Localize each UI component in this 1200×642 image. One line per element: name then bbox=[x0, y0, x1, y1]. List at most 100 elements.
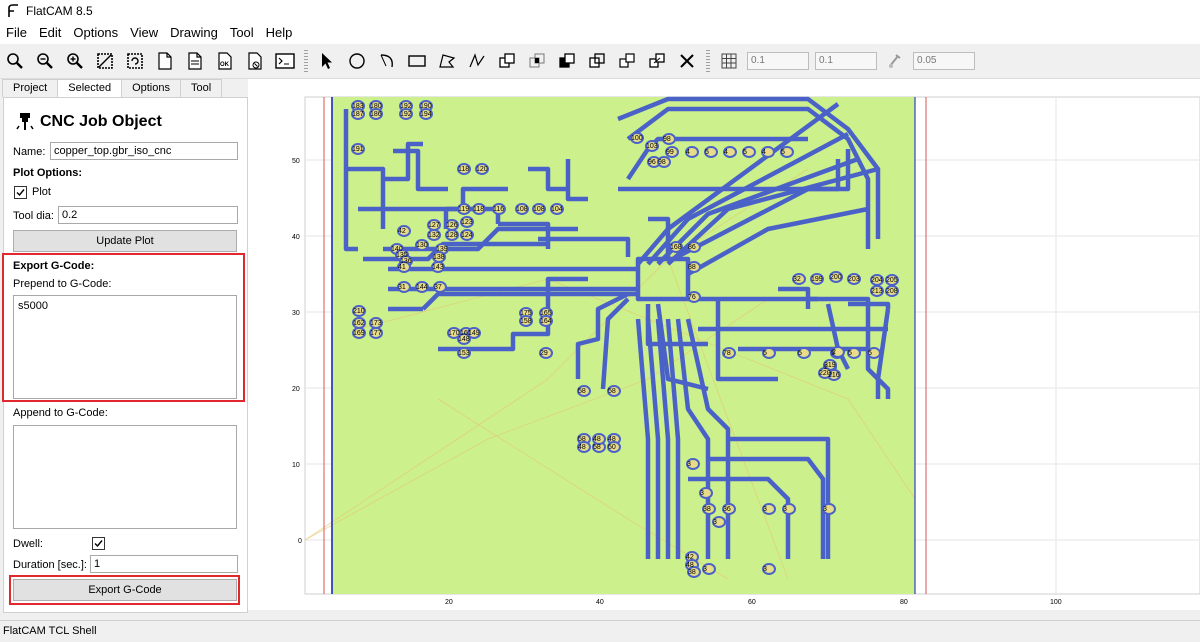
pad bbox=[457, 203, 471, 215]
grid-icon[interactable] bbox=[717, 48, 741, 74]
pad-label: 2 bbox=[824, 364, 828, 371]
open-file-icon[interactable] bbox=[183, 48, 207, 74]
pad bbox=[445, 229, 459, 241]
pad-label: 5 bbox=[868, 350, 872, 357]
pad-label: 100 bbox=[631, 135, 643, 142]
status-bar[interactable]: FlatCAM TCL Shell bbox=[0, 620, 1200, 642]
pad-label: 204 bbox=[871, 277, 883, 284]
zoom-in-icon[interactable] bbox=[33, 48, 57, 74]
pad-label: 48 bbox=[686, 562, 694, 569]
zoom-out-icon[interactable] bbox=[63, 48, 87, 74]
pad bbox=[352, 305, 366, 317]
pad bbox=[722, 503, 736, 515]
menu-file[interactable]: File bbox=[6, 25, 27, 40]
pad-label: 170 bbox=[448, 330, 460, 337]
append-label: Append to G-Code: bbox=[13, 407, 108, 419]
pad-label: 219 bbox=[824, 362, 836, 369]
grid-x-input[interactable]: 0.1 bbox=[747, 52, 809, 70]
pad bbox=[539, 315, 553, 327]
menu-edit[interactable]: Edit bbox=[38, 25, 62, 40]
menu-drawing[interactable]: Drawing bbox=[170, 25, 218, 40]
window-title: FlatCAM 8.5 bbox=[26, 4, 93, 18]
arc-icon[interactable] bbox=[375, 48, 399, 74]
ok-icon[interactable]: OK bbox=[213, 48, 237, 74]
pad-label: 29 bbox=[540, 350, 548, 357]
pad-label: 4 bbox=[724, 149, 728, 156]
plot-svg[interactable]: 1831801921901871861921941911001039896989… bbox=[248, 79, 1200, 610]
pad-label: 88 bbox=[688, 264, 696, 271]
pad-label: 135 bbox=[396, 252, 408, 259]
prepend-textarea[interactable]: s5000 bbox=[13, 295, 237, 399]
tab-options[interactable]: Options bbox=[121, 79, 181, 97]
pad-label: 32 bbox=[793, 276, 801, 283]
dwell-checkbox[interactable] bbox=[92, 537, 105, 550]
rectangle-icon[interactable] bbox=[405, 48, 429, 74]
pad-label: 31 bbox=[398, 284, 406, 291]
grid-y-input[interactable]: 0.1 bbox=[815, 52, 877, 70]
intersection-icon[interactable] bbox=[525, 48, 549, 74]
menu-help[interactable]: Help bbox=[265, 25, 293, 40]
clear-plot-icon[interactable] bbox=[93, 48, 117, 74]
snap-max-input[interactable]: 0.05 bbox=[913, 52, 975, 70]
pad-label: 3 bbox=[823, 506, 827, 513]
pad-label: 220 bbox=[819, 370, 831, 377]
delete-shape-icon[interactable] bbox=[675, 48, 699, 74]
pad-label: 48 bbox=[578, 444, 586, 451]
pad-label: 153 bbox=[458, 350, 470, 357]
pad-label: 38 bbox=[703, 506, 711, 513]
toolbar-grip-2[interactable] bbox=[706, 48, 710, 74]
pad-label: 5 bbox=[848, 350, 852, 357]
update-plot-button[interactable]: Update Plot bbox=[13, 230, 237, 252]
pad bbox=[702, 503, 716, 515]
pad bbox=[397, 261, 411, 273]
pad-label: 199 bbox=[811, 276, 823, 283]
pad bbox=[607, 441, 621, 453]
pad bbox=[662, 133, 676, 145]
menu-options[interactable]: Options bbox=[73, 25, 119, 40]
subtract-icon[interactable] bbox=[555, 48, 579, 74]
snap-magnet-icon[interactable] bbox=[883, 48, 907, 74]
shell-icon[interactable] bbox=[273, 48, 297, 74]
menu-bar: File Edit Options View Drawing Tool Help bbox=[0, 22, 1200, 44]
replot-icon[interactable] bbox=[123, 48, 147, 74]
zoom-fit-icon[interactable] bbox=[3, 48, 27, 74]
pad-label: 3 bbox=[687, 461, 691, 468]
pad bbox=[782, 503, 796, 515]
polygon-icon[interactable] bbox=[435, 48, 459, 74]
pad-label: 38 bbox=[688, 569, 696, 576]
tab-tool[interactable]: Tool bbox=[179, 79, 223, 97]
pad-label: 116 bbox=[493, 206, 504, 213]
name-input[interactable]: copper_top.gbr_iso_cnc bbox=[50, 142, 238, 160]
union-icon[interactable] bbox=[495, 48, 519, 74]
tab-selected[interactable]: Selected bbox=[57, 79, 123, 98]
pad bbox=[742, 146, 756, 158]
export-gcode-button[interactable]: Export G-Code bbox=[13, 579, 237, 601]
pointer-icon[interactable] bbox=[315, 48, 339, 74]
path-icon[interactable] bbox=[465, 48, 489, 74]
pad bbox=[885, 285, 899, 297]
pad-label: 58 bbox=[593, 444, 601, 451]
pad bbox=[722, 347, 736, 359]
panel-title-text: CNC Job Object bbox=[40, 113, 162, 130]
pad-label: 123 bbox=[461, 219, 473, 226]
tab-project[interactable]: Project bbox=[2, 79, 59, 97]
move-icon[interactable] bbox=[645, 48, 669, 74]
y-tick-30: 30 bbox=[292, 310, 300, 317]
copy-icon[interactable] bbox=[615, 48, 639, 74]
tool-dia-input[interactable]: 0.2 bbox=[58, 206, 238, 224]
pad-label: 187 bbox=[352, 111, 364, 118]
menu-tool[interactable]: Tool bbox=[229, 25, 254, 40]
toolbar-grip[interactable] bbox=[304, 48, 308, 74]
plot-checkbox[interactable] bbox=[14, 186, 27, 199]
duration-input[interactable]: 1 bbox=[90, 555, 238, 573]
pad-label: 158 bbox=[520, 318, 532, 325]
pad bbox=[687, 291, 701, 303]
cnc-drill-icon bbox=[16, 113, 34, 130]
menu-view[interactable]: View bbox=[130, 25, 159, 40]
circle-icon[interactable] bbox=[345, 48, 369, 74]
cut-icon[interactable] bbox=[585, 48, 609, 74]
new-file-icon[interactable] bbox=[153, 48, 177, 74]
delete-file-icon[interactable] bbox=[243, 48, 267, 74]
append-textarea[interactable] bbox=[13, 425, 237, 529]
